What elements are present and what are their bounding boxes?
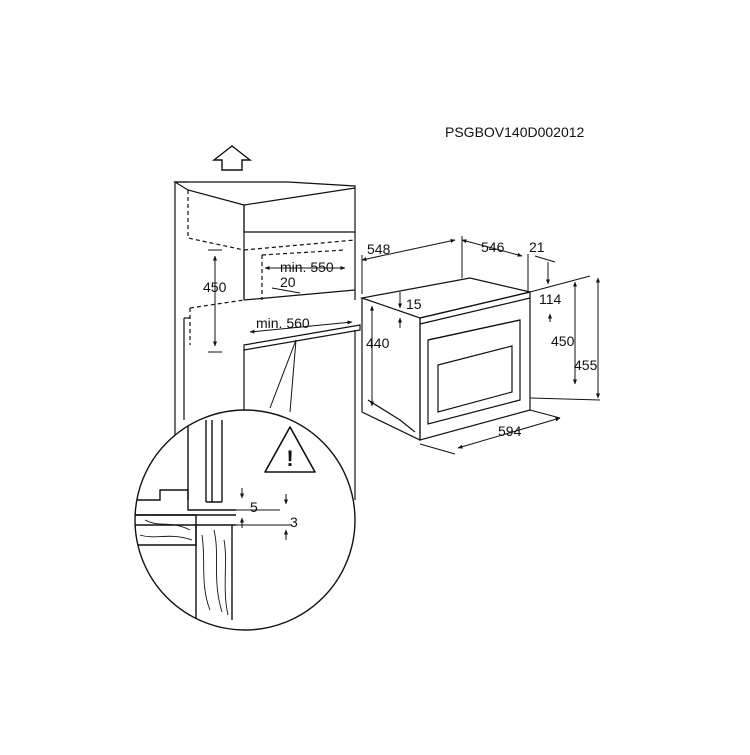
oven-front-21-label: 21 xyxy=(529,239,545,255)
cabinet-dim-20: 20 xyxy=(271,274,301,294)
detail-leader xyxy=(269,339,297,413)
oven-height-450-label: 450 xyxy=(551,333,575,349)
cabinet-height-450-label: 450 xyxy=(203,279,227,295)
oven-height-440-label: 440 xyxy=(366,335,390,351)
cabinet-gap-20-label: 20 xyxy=(280,274,296,290)
oven-depth-546-label: 546 xyxy=(481,239,505,255)
cabinet-min-560-label: min. 560 xyxy=(256,315,310,331)
detail-gap-3-label: 3 xyxy=(290,514,298,530)
cabinet-min-550-label: min. 550 xyxy=(280,259,334,275)
cabinet-dim-min-550: min. 550 xyxy=(264,259,346,275)
oven-dimensions xyxy=(361,236,601,455)
detail-gap-5-label: 5 xyxy=(250,499,258,515)
cabinet-dim-min-560: min. 560 xyxy=(249,315,353,334)
cabinet-dim-450: 450 xyxy=(203,249,227,353)
oven-height-455-label: 455 xyxy=(574,357,598,373)
oven-width-594-label: 594 xyxy=(498,423,522,439)
oven-top-114-label: 114 xyxy=(539,291,562,307)
oven xyxy=(359,277,531,441)
warning-triangle-icon: ! xyxy=(264,426,316,473)
document-code: PSGBOV140D002012 xyxy=(445,124,585,140)
oven-top-15-label: 15 xyxy=(406,296,422,312)
warning-symbol: ! xyxy=(286,446,293,471)
oven-depth-548-label: 548 xyxy=(367,241,391,257)
detail-circle: 5 3 xyxy=(134,409,356,631)
up-arrow-icon xyxy=(211,145,253,171)
